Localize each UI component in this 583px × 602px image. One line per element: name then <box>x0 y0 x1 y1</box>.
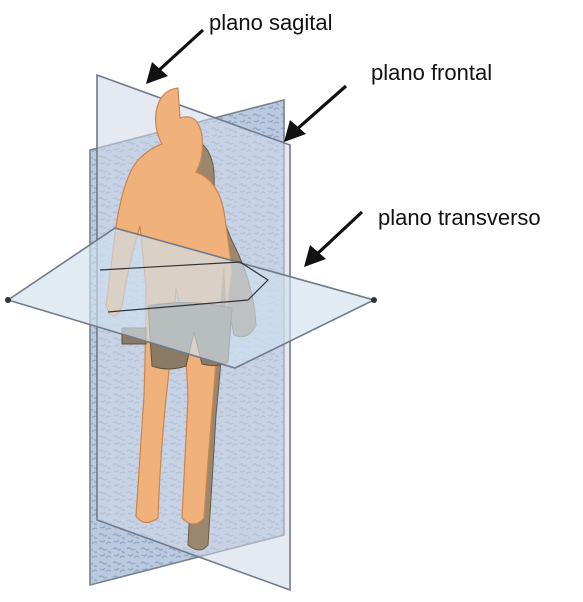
label-plano-frontal: plano frontal <box>371 62 492 84</box>
transverse-corner-right <box>371 297 377 303</box>
label-plano-sagital: plano sagital <box>209 12 333 34</box>
arrow-transverso <box>304 212 362 267</box>
transverse-plane <box>8 228 374 368</box>
label-plano-transverso: plano transverso <box>378 207 541 229</box>
arrow-sagital <box>146 30 203 84</box>
arrow-frontal <box>284 86 346 142</box>
transverse-corner-left <box>5 297 11 303</box>
